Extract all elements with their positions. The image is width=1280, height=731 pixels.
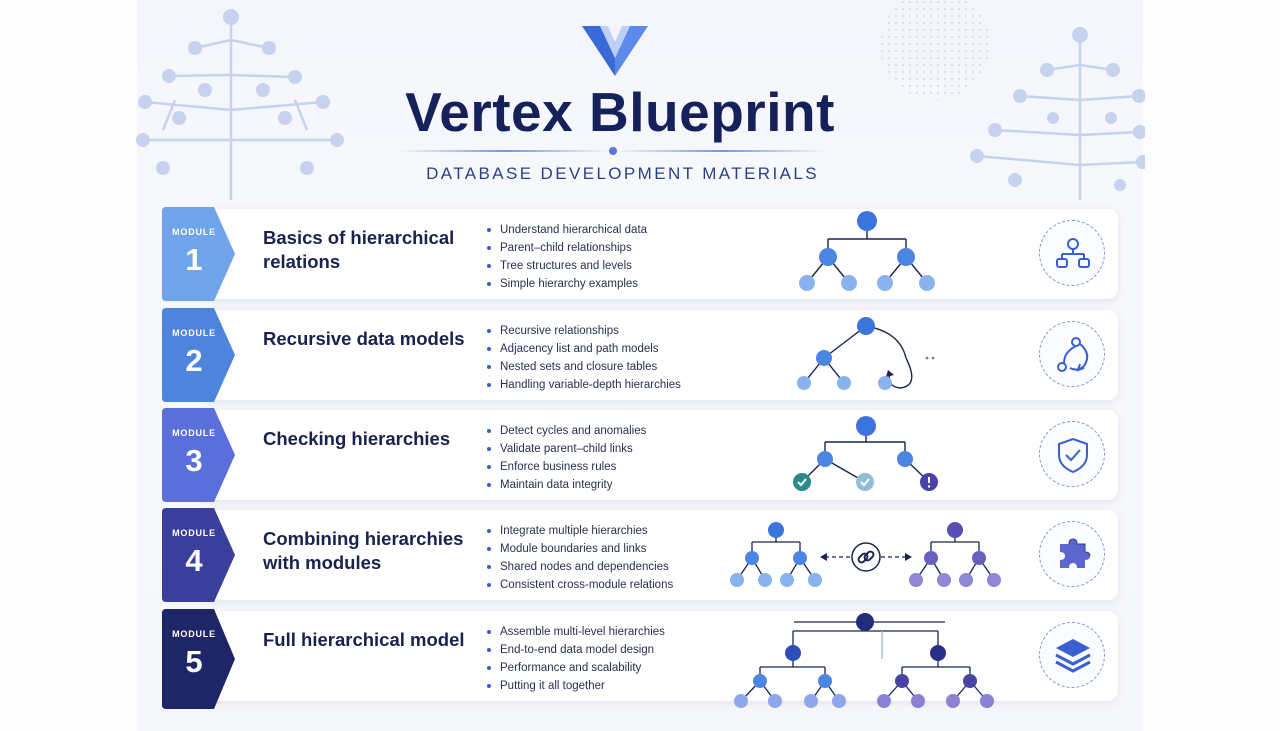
bullet-item: Module boundaries and links [482, 540, 673, 558]
bullet-item: Detect cycles and anomalies [482, 422, 646, 440]
bullet-item: Parent–child relationships [482, 239, 647, 257]
module-badge-1: MODULE 1 [162, 207, 235, 301]
module-label: MODULE [172, 328, 216, 338]
puzzle-icon [1039, 521, 1105, 587]
bullet-item: Adjacency list and path models [482, 340, 681, 358]
simple-tree-diagram-icon [799, 211, 935, 291]
decorative-tree-right-icon [970, 27, 1145, 200]
module-number: 4 [185, 543, 203, 578]
full-tree-diagram-icon [734, 613, 994, 708]
bullet-item: Tree structures and levels [482, 257, 647, 275]
bullet-item: Handling variable-depth hierarchies [482, 376, 681, 394]
module-bullet-list: Detect cycles and anomalies Validate par… [482, 422, 646, 494]
decorative-tree-left-icon [136, 9, 344, 200]
module-badge-2: MODULE 2 [162, 308, 235, 402]
bullet-item: Validate parent–child links [482, 440, 646, 458]
module-badge-5: MODULE 5 [162, 609, 235, 709]
module-number: 2 [185, 343, 203, 378]
bullet-item: Shared nodes and dependencies [482, 558, 673, 576]
module-title: Full hierarchical model [263, 629, 465, 650]
page-subtitle: DATABASE DEVELOPMENT MATERIALS [426, 164, 819, 183]
module-title: Basics of hierarchical relations [263, 227, 455, 272]
module-card [202, 410, 1118, 500]
module-row-1: MODULE 1 Basics of hierarchical relation… [162, 207, 1118, 301]
hierarchy-icon [1039, 220, 1105, 286]
bullet-item: Simple hierarchy examples [482, 275, 647, 293]
module-bullet-list: Assemble multi-level hierarchies End-to-… [482, 623, 665, 695]
module-card [202, 310, 1118, 400]
shield-check-icon [1039, 421, 1105, 487]
bullet-item: Integrate multiple hierarchies [482, 522, 673, 540]
bullet-item: End-to-end data model design [482, 641, 665, 659]
bullet-item: Consistent cross-module relations [482, 576, 673, 594]
bullet-item: Putting it all together [482, 677, 665, 695]
bullet-item: Performance and scalability [482, 659, 665, 677]
recursion-icon [1039, 321, 1105, 387]
module-bullet-list: Understand hierarchical data Parent–chil… [482, 221, 647, 293]
dotted-pattern-icon [880, 0, 990, 100]
subtitle-divider-left [400, 150, 610, 152]
module-number: 3 [185, 443, 203, 478]
module-label: MODULE [172, 227, 216, 237]
bullet-item: Maintain data integrity [482, 476, 646, 494]
module-card [202, 209, 1118, 299]
subtitle-divider-dot [609, 147, 617, 155]
bullet-item: Recursive relationships [482, 322, 681, 340]
module-row-4: MODULE 4 Combining hierarchies with modu… [162, 508, 1118, 602]
module-number: 5 [185, 644, 203, 679]
module-badge-4: MODULE 4 [162, 508, 235, 602]
module-label: MODULE [172, 528, 216, 538]
bullet-item: Enforce business rules [482, 458, 646, 476]
subtitle-divider-right [616, 150, 826, 152]
layers-icon [1039, 622, 1105, 688]
page-title: Vertex Blueprint [405, 81, 835, 143]
module-title: Combining hierarchies with modules [263, 528, 464, 573]
v-logo-icon [582, 26, 648, 76]
module-label: MODULE [172, 428, 216, 438]
bullet-item: Assemble multi-level hierarchies [482, 623, 665, 641]
module-label: MODULE [172, 629, 216, 639]
linked-trees-diagram-icon [730, 522, 1001, 587]
module-title: Checking hierarchies [263, 428, 451, 449]
recursive-tree-diagram-icon [797, 317, 935, 390]
module-number: 1 [185, 242, 203, 277]
module-title: Recursive data models [263, 328, 465, 349]
module-bullet-list: Integrate multiple hierarchies Module bo… [482, 522, 673, 594]
bullet-item: Understand hierarchical data [482, 221, 647, 239]
module-badge-3: MODULE 3 [162, 408, 235, 502]
validation-tree-diagram-icon [793, 416, 938, 491]
module-row-3: MODULE 3 Checking hierarchies Detect cyc… [162, 408, 1118, 502]
module-row-2: MODULE 2 Recursive data models Recursive… [162, 308, 1118, 402]
bullet-item: Nested sets and closure tables [482, 358, 681, 376]
module-row-5: MODULE 5 Full hierarchical model Assembl… [162, 609, 1118, 709]
module-bullet-list: Recursive relationships Adjacency list a… [482, 322, 681, 394]
